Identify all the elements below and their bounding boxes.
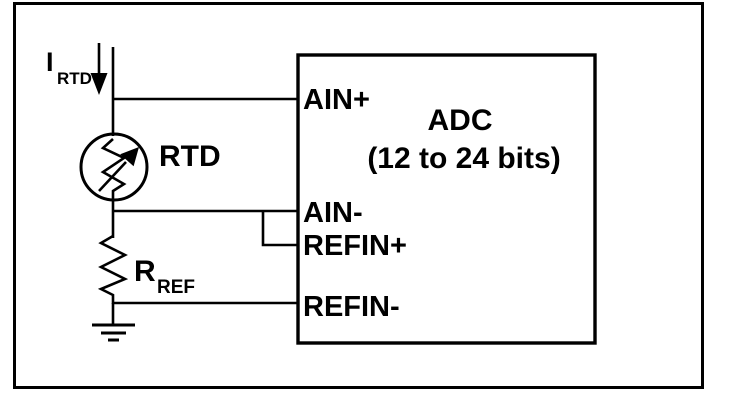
rtd-arrow-shaft (98, 161, 127, 192)
rref-symbol: R (134, 255, 156, 288)
figure-border (13, 2, 704, 389)
ground-icon (92, 303, 135, 342)
rtd-zigzag (100, 138, 127, 198)
pin-label-ain-minus: AIN- (303, 197, 363, 229)
current-source-symbol: I (46, 47, 54, 77)
adc-subtitle: (12 to 24 bits) (367, 142, 560, 175)
rtd-label: RTD (159, 140, 221, 173)
pin-label-refin-plus: REFIN+ (303, 230, 407, 262)
current-arrow-icon (90, 43, 108, 95)
current-source-label: I RTD (46, 47, 92, 88)
rref-resistor-icon (97, 234, 129, 304)
pin-label-refin-minus: REFIN- (303, 291, 400, 323)
wire-refin-plus (261, 211, 298, 247)
current-source-subscript: RTD (57, 69, 92, 88)
current-arrow-head (90, 73, 108, 95)
adc-title: ADC (428, 104, 493, 137)
rtd-symbol-icon (79, 132, 149, 202)
rtd-arrow-head (120, 147, 139, 167)
pin-label-ain-plus: AIN+ (303, 84, 370, 116)
rref-subscript: REF (157, 277, 195, 298)
adc-box (296, 53, 597, 345)
rref-label: R REF (134, 255, 195, 298)
